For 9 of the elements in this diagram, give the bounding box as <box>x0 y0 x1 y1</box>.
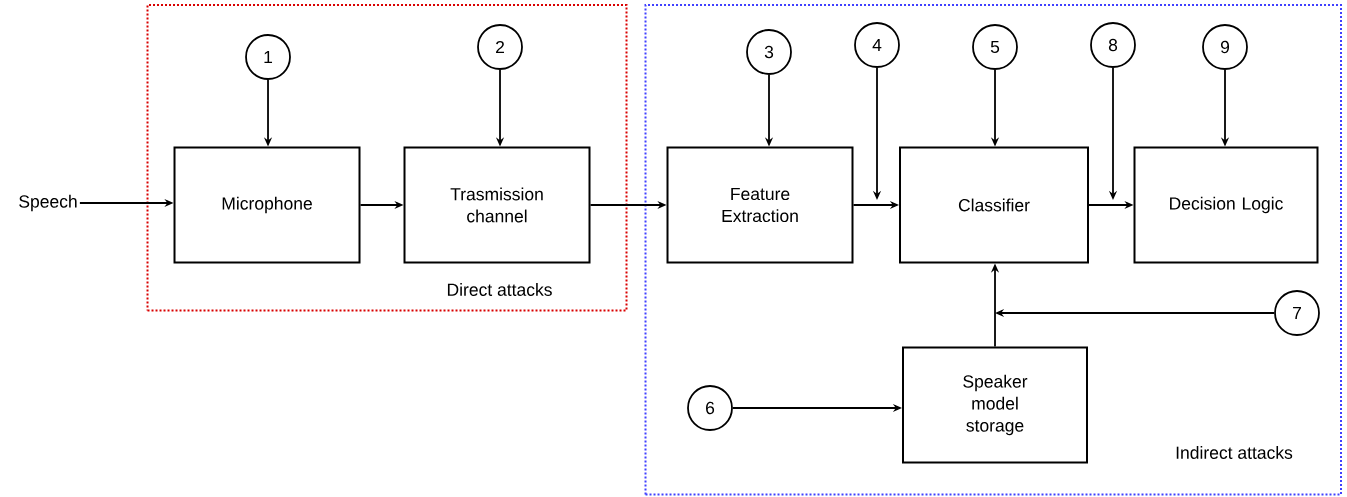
process-box: Trasmission channel <box>403 146 591 264</box>
process-box: Feature Extraction <box>666 146 854 264</box>
region-label: Direct attacks <box>447 283 552 296</box>
process-box: Classifier <box>899 146 1089 264</box>
process-box: Speaker model storage <box>902 346 1088 464</box>
input-label: Speech <box>19 194 77 212</box>
process-box: Decision Logic <box>1133 146 1319 264</box>
region-label: Indirect attacks <box>1176 446 1293 459</box>
process-box: Microphone <box>173 146 361 264</box>
